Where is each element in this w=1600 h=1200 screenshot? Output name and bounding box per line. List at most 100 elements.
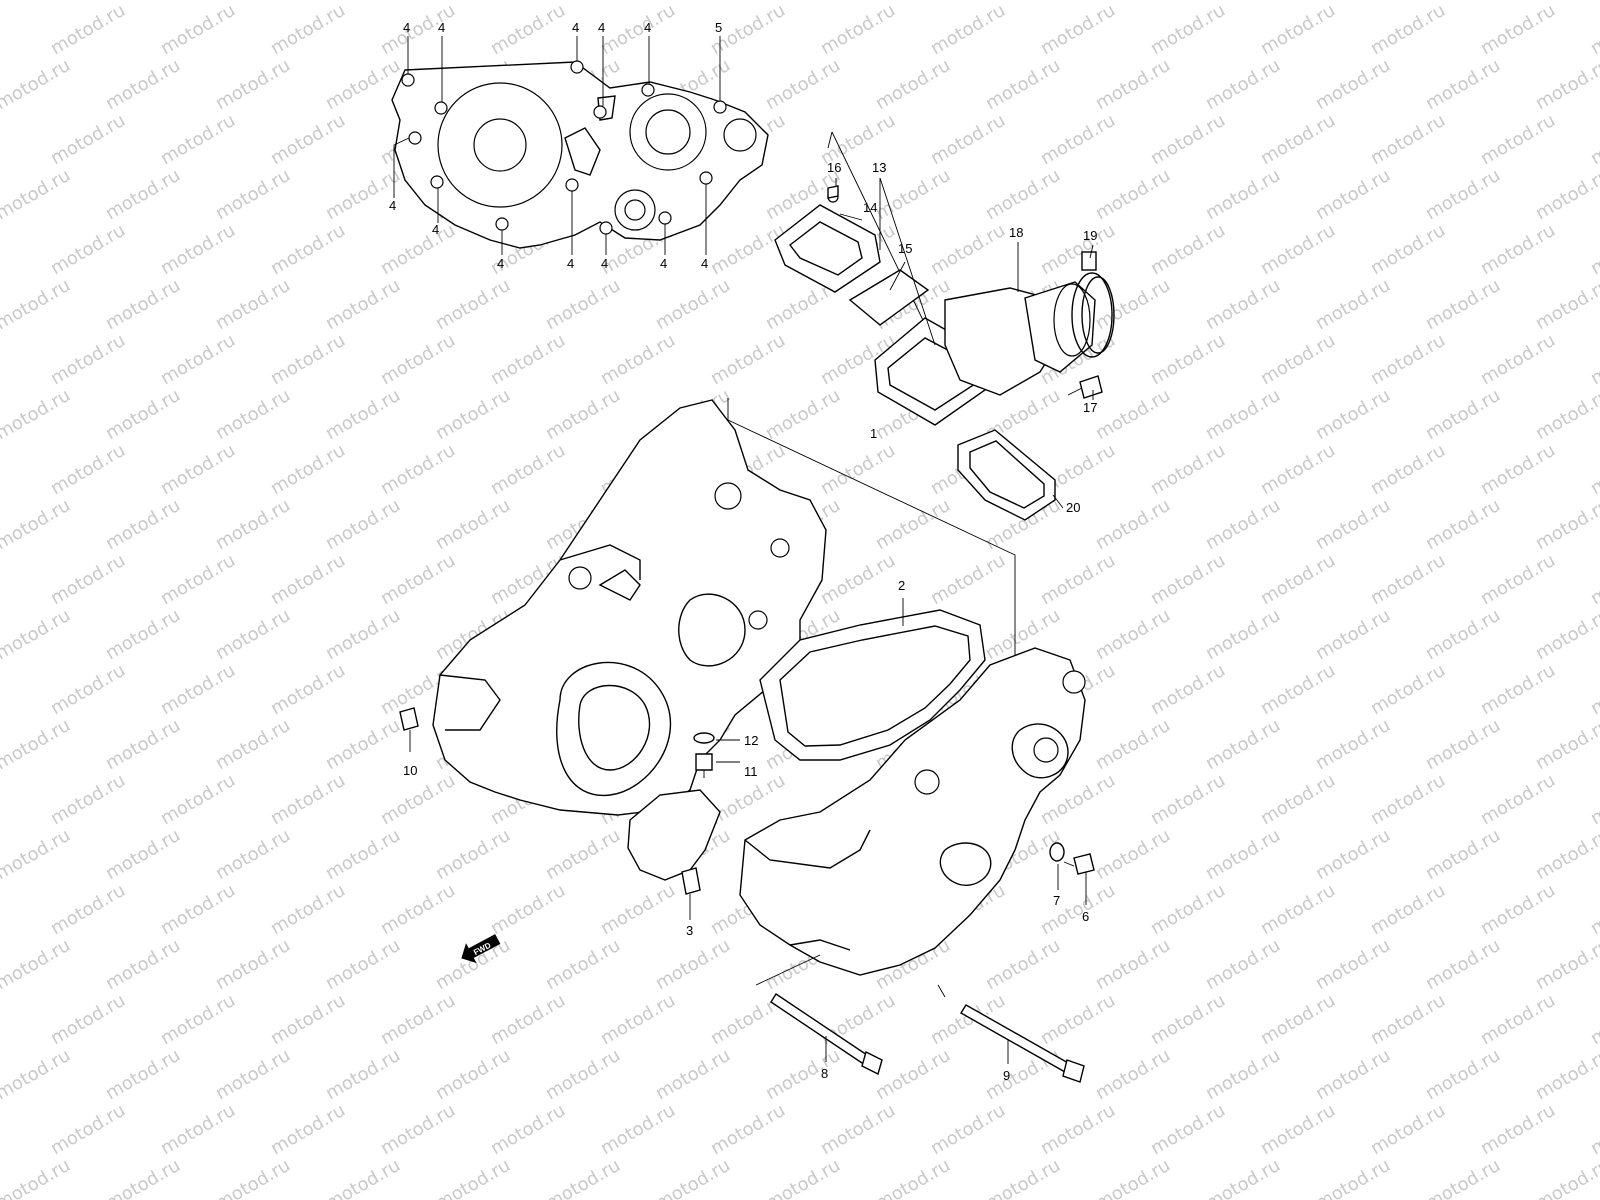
watermark-text: motod.ru [652,1045,734,1104]
watermark-text: motod.ru [212,715,294,774]
watermark-text: motod.ru [102,935,184,994]
watermark-text: motod.ru [102,385,184,444]
watermark-text: motod.ru [762,55,844,114]
watermark-text: motod.ru [0,1155,74,1200]
watermark-text: motod.ru [1312,495,1394,554]
watermark-text: motod.ru [1587,440,1600,499]
watermark-text: motod.ru [1477,660,1559,719]
callout-4: 4 [601,256,608,271]
watermark-text: motod.ru [1202,495,1284,554]
watermark-text: motod.ru [102,495,184,554]
callout-4: 4 [644,20,651,35]
watermark-text: motod.ru [322,715,404,774]
watermark-text: motod.ru [1422,1045,1504,1104]
watermark-text: motod.ru [322,275,404,334]
watermark-text: motod.ru [927,220,1009,279]
watermark-text: motod.ru [1587,880,1600,939]
watermark-text: motod.ru [0,935,74,994]
callout-11: 11 [744,764,758,779]
watermark-text: motod.ru [1202,275,1284,334]
watermark-text: motod.ru [157,1100,239,1159]
watermark-text: motod.ru [1257,880,1339,939]
watermark-text: motod.ru [322,495,404,554]
watermark-text: motod.ru [1037,880,1119,939]
watermark-text: motod.ru [0,55,74,114]
watermark-text: motod.ru [542,275,624,334]
watermark-text: motod.ru [1532,55,1600,114]
callout-7: 7 [1053,893,1060,908]
watermark-text: motod.ru [1312,935,1394,994]
watermark-text: motod.ru [1532,385,1600,444]
watermark-text: motod.ru [542,1155,624,1200]
watermark-text: motod.ru [47,770,129,829]
watermark-text: motod.ru [1202,1155,1284,1200]
watermark-text: motod.ru [212,385,294,444]
watermark-text: motod.ru [1147,660,1229,719]
callout-9: 9 [1003,1068,1010,1083]
watermark-text: motod.ru [102,715,184,774]
watermark-text: motod.ru [267,330,349,389]
watermark-text: motod.ru [102,605,184,664]
watermark-text: motod.ru [1312,275,1394,334]
watermark-text: motod.ru [1422,715,1504,774]
watermark-text: motod.ru [1257,110,1339,169]
watermark-text: motod.ru [102,165,184,224]
watermark-text: motod.ru [1477,550,1559,609]
watermark-text: motod.ru [542,1045,624,1104]
watermark-text: motod.ru [1257,660,1339,719]
watermark-text: motod.ru [1092,165,1174,224]
watermark-text: motod.ru [267,550,349,609]
watermark-text: motod.ru [597,330,679,389]
watermark-text: motod.ru [1587,0,1600,59]
callout-4: 4 [438,20,445,35]
watermark-text: motod.ru [1587,990,1600,1049]
watermark-text: motod.ru [157,880,239,939]
watermark-text: motod.ru [1092,1155,1174,1200]
callout-4: 4 [389,198,396,213]
crankcase-left-half-view [391,36,769,255]
watermark-text: motod.ru [1532,935,1600,994]
watermark-text: motod.ru [322,605,404,664]
watermark-text: motod.ru [872,495,954,554]
watermark-text: motod.ru [1092,825,1174,884]
watermark-text: motod.ru [0,495,74,554]
watermark-text: motod.ru [1422,385,1504,444]
watermark-text: motod.ru [212,55,294,114]
watermark-text: motod.ru [1037,110,1119,169]
callout-2: 2 [898,578,905,593]
watermark-text: motod.ru [267,440,349,499]
watermark-text: motod.ru [0,385,74,444]
callout-4: 4 [598,20,605,35]
watermark-text: motod.ru [927,550,1009,609]
fwd-arrow-icon: FWD [461,934,501,963]
watermark-text: motod.ru [1037,220,1119,279]
watermark-text: motod.ru [1587,110,1600,169]
watermark-text: motod.ru [487,1100,569,1159]
watermark-text: motod.ru [1477,880,1559,939]
watermark-text: motod.ru [0,0,74,4]
watermark-text: motod.ru [982,935,1064,994]
watermark-text: motod.ru [1037,1100,1119,1159]
watermark-text: motod.ru [762,385,844,444]
callout-6: 6 [1082,909,1089,924]
watermark-text: motod.ru [597,0,679,59]
watermark-text: motod.ru [707,330,789,389]
watermark-text: motod.ru [157,660,239,719]
watermark-text: motod.ru [487,440,569,499]
watermark-text: motod.ru [1257,770,1339,829]
watermark-text: motod.ru [377,990,459,1049]
callout-4: 4 [497,256,504,271]
watermark-text: motod.ru [0,605,74,664]
watermark-text: motod.ru [102,825,184,884]
watermark-text: motod.ru [1422,605,1504,664]
watermark-text: motod.ru [47,880,129,939]
watermark-text: motod.ru [47,990,129,1049]
watermark-text: motod.ru [377,220,459,279]
callout-4: 4 [567,256,574,271]
watermark-text: motod.ru [47,550,129,609]
watermark-text: motod.ru [157,770,239,829]
watermark-text: motod.ru [1092,605,1174,664]
watermark-text: motod.ru [1367,1100,1449,1159]
watermark-text: motod.ru [1147,220,1229,279]
